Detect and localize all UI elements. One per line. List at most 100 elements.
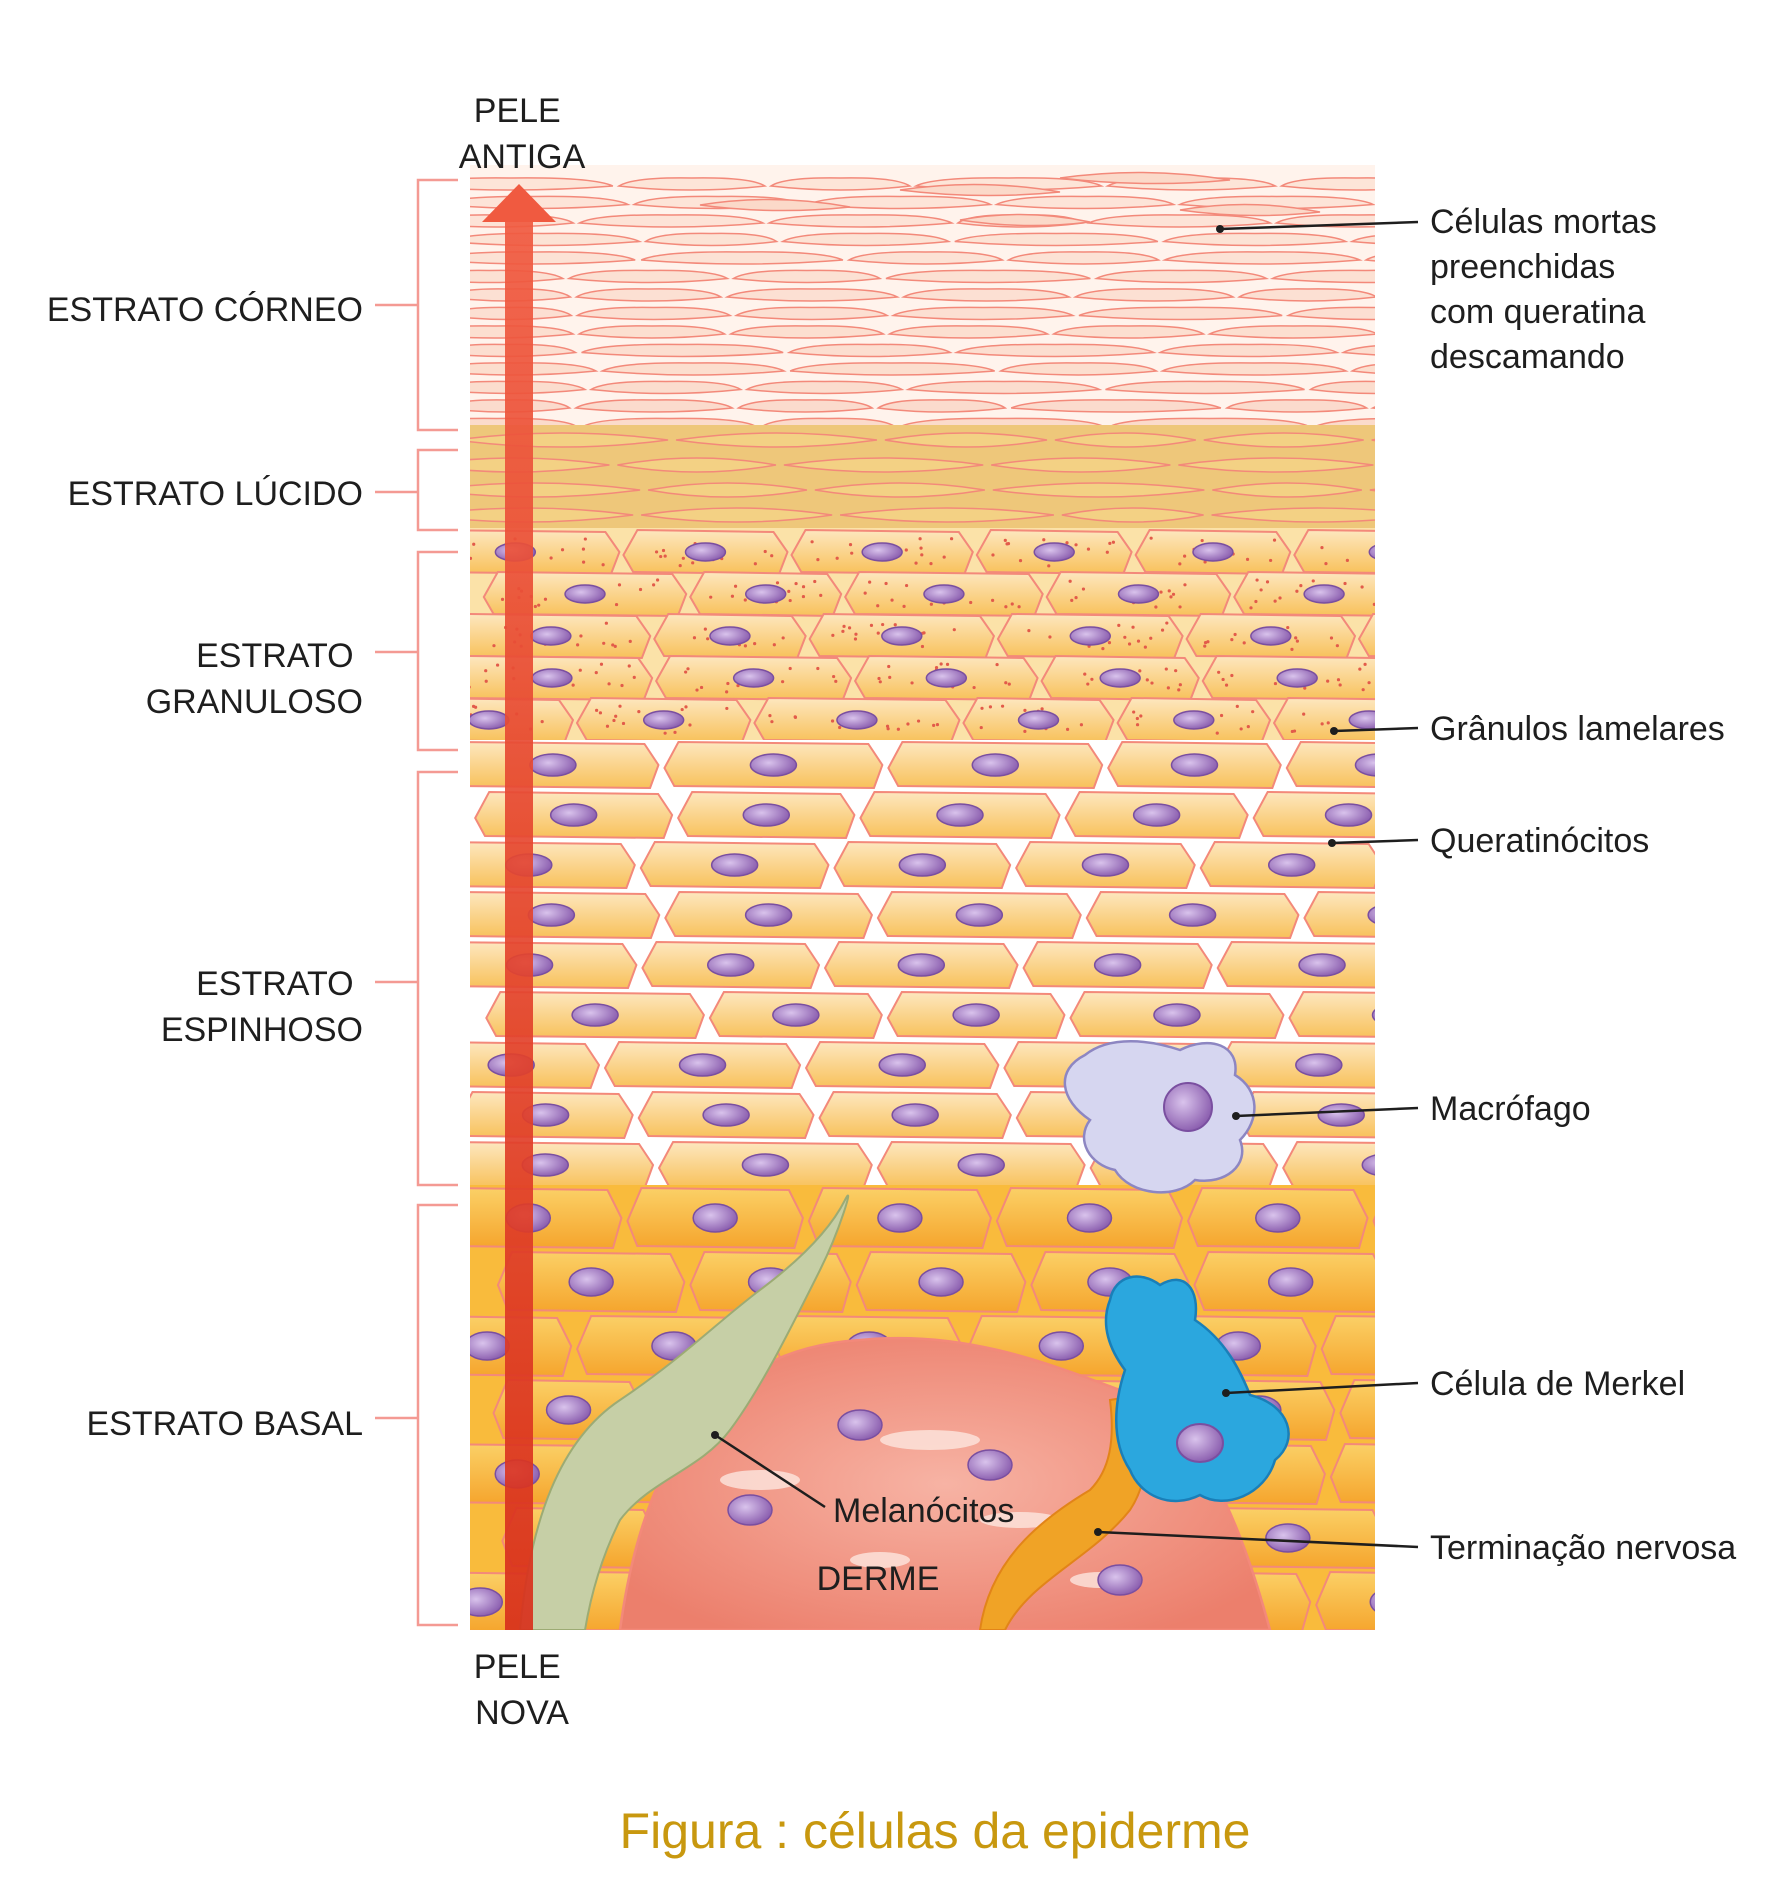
lamellar-granule xyxy=(868,580,872,584)
lamellar-granule xyxy=(1278,596,1282,600)
detached-scale xyxy=(1059,171,1231,185)
nucleus xyxy=(971,753,1020,777)
lamellar-granule xyxy=(1446,636,1449,639)
nucleus xyxy=(744,903,793,927)
lamellar-granule xyxy=(1178,605,1182,609)
nucleus xyxy=(861,542,903,562)
corneum-scale xyxy=(1363,255,1375,262)
lamellar-granule xyxy=(972,685,976,690)
lamellar-granule xyxy=(576,643,580,647)
lamellar-granule xyxy=(1299,584,1303,588)
lamellar-granule xyxy=(632,675,636,679)
lamellar-granule xyxy=(1434,542,1437,545)
lamellar-granule xyxy=(699,685,704,690)
lamellar-granule xyxy=(942,555,946,559)
lamellar-granule xyxy=(680,707,684,712)
nucleus xyxy=(470,710,510,730)
nucleus xyxy=(1392,1332,1436,1360)
lamellar-granule xyxy=(663,731,667,735)
macrophage-nucleus xyxy=(1163,1082,1213,1132)
old-skin-line-1: PELE xyxy=(474,92,561,130)
lamellar-granule xyxy=(1235,704,1239,708)
dermis-highlight xyxy=(980,1512,1060,1528)
nucleus xyxy=(742,803,791,827)
lamellar-granule xyxy=(540,720,544,724)
corneum-scale xyxy=(1161,232,1349,247)
label-estrato-espinhoso: ESTRATO ESPINHOSO xyxy=(161,965,363,1049)
lamellar-granule xyxy=(605,724,610,728)
lamellar-granule xyxy=(1003,538,1007,542)
lamellar-granule xyxy=(1326,721,1330,725)
corneum-scale xyxy=(1340,345,1375,356)
pointer-dots xyxy=(711,225,1338,1536)
corneum-scale xyxy=(1157,343,1340,358)
lamellar-granule xyxy=(1249,606,1253,610)
lamellar-granule xyxy=(1294,636,1298,640)
lamellar-granule xyxy=(995,662,999,667)
callout-celulas-mortas: Células mortas preenchidas com queratina… xyxy=(1430,203,1666,376)
nucleus xyxy=(1303,584,1345,604)
lamellar-granule xyxy=(1273,599,1277,603)
lamellar-granule xyxy=(1245,557,1250,561)
lamellar-granule xyxy=(549,556,553,560)
lamellar-granule xyxy=(781,636,785,640)
corneum-scale xyxy=(470,269,566,284)
lamellar-granule xyxy=(1083,672,1087,676)
lamellar-granule xyxy=(1320,722,1324,726)
nucleus xyxy=(741,1153,790,1177)
nucleus xyxy=(549,803,598,827)
dermis-highlight xyxy=(880,1430,980,1450)
nucleus xyxy=(1255,1203,1301,1233)
nucleus xyxy=(1168,903,1217,927)
lamellar-granule xyxy=(602,641,606,645)
lamellar-granule xyxy=(725,706,729,711)
lamellar-granule xyxy=(617,583,622,587)
nucleus xyxy=(897,953,946,977)
lamellar-granule xyxy=(1166,686,1170,690)
new-skin-label: PELE NOVA xyxy=(474,1648,570,1732)
callout-melanocitos: Melanócitos xyxy=(833,1492,1014,1530)
lamellar-granule xyxy=(884,581,888,586)
spinosum-layer xyxy=(470,740,1375,1190)
nucleus xyxy=(891,1103,939,1127)
lamellar-granule xyxy=(1178,683,1182,687)
lamellar-granule xyxy=(904,548,908,552)
lamellar-granule xyxy=(1336,678,1341,682)
lamellar-granule xyxy=(472,542,476,546)
lamellar-granule xyxy=(470,556,473,560)
dermis-nucleus xyxy=(727,1494,773,1526)
lamellar-granule xyxy=(935,723,940,727)
dermis-highlight xyxy=(720,1470,800,1490)
lamellar-granule xyxy=(801,585,806,589)
lamellar-granule xyxy=(692,636,697,640)
lamellar-granule xyxy=(1070,598,1074,602)
basal-cell xyxy=(1315,1570,1375,1630)
lucidum-cell xyxy=(1212,482,1362,498)
lamellar-granule xyxy=(637,710,641,714)
lamellar-granule xyxy=(1409,557,1412,560)
lamellar-granule xyxy=(691,561,695,565)
nucleus xyxy=(1132,803,1181,827)
lamellar-granule xyxy=(1017,605,1021,609)
lamellar-granule xyxy=(1464,546,1467,549)
lamellar-granule xyxy=(500,597,505,602)
corneum-scale xyxy=(806,195,994,210)
lamellar-granule xyxy=(1303,686,1307,690)
lamellar-granule xyxy=(1048,635,1052,639)
lamellar-granule xyxy=(1004,681,1008,685)
nucleus xyxy=(1153,1003,1201,1027)
lamellar-granule xyxy=(1358,667,1362,671)
lamellar-granule xyxy=(1230,638,1234,642)
corneum-scale xyxy=(599,362,787,376)
lamellar-granule xyxy=(979,725,983,730)
lamellar-granule xyxy=(787,589,791,593)
lucidum-cell xyxy=(1178,457,1374,473)
lamellar-granule xyxy=(444,732,447,735)
corneum-scale xyxy=(574,288,724,302)
lamellar-granule xyxy=(834,679,838,683)
lamellar-granule xyxy=(816,666,820,671)
lamellar-granule xyxy=(1239,727,1243,731)
corneum-scale xyxy=(766,214,955,228)
granuloso-line-1: ESTRATO xyxy=(196,637,353,675)
lamellar-granule xyxy=(543,597,548,601)
